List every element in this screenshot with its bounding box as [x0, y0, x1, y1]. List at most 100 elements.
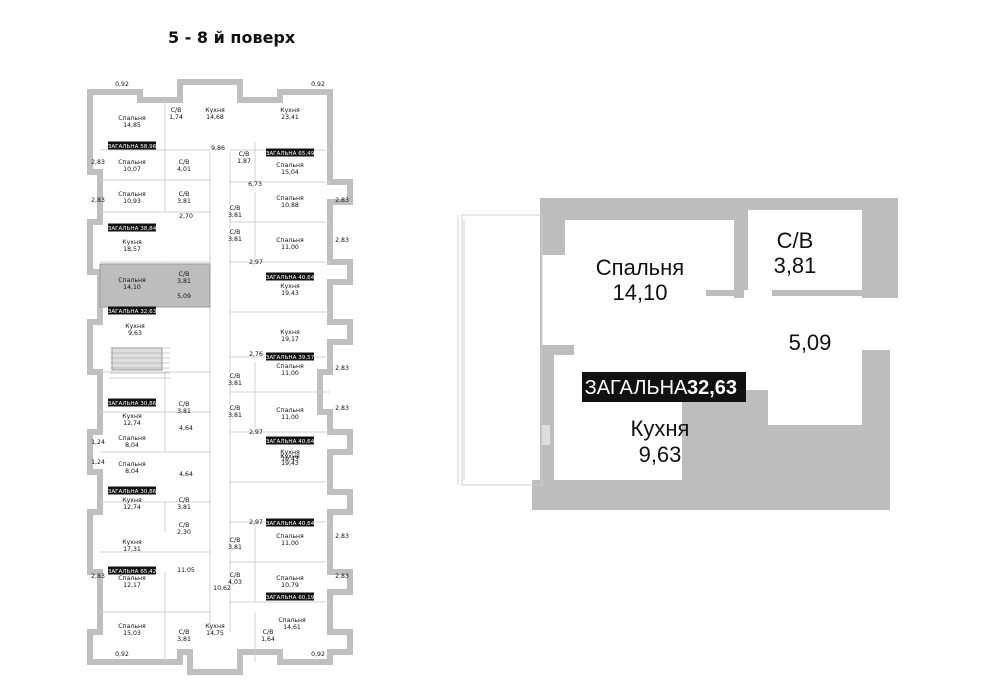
dimension-label: 0,92 — [115, 81, 129, 88]
room-area: 19,43 — [281, 460, 299, 467]
room-area: 3,81 — [228, 236, 242, 243]
room-name: Спальня — [118, 115, 146, 122]
room-area: 11,00 — [281, 244, 299, 251]
room-name: Кухня — [280, 453, 300, 460]
room-area: 4,03 — [228, 579, 242, 586]
dimension-label: 2,83 — [91, 197, 105, 204]
room-area: 3,81 — [177, 504, 191, 511]
apartment-total-tag — [108, 306, 156, 315]
dimension-label: 2,83 — [335, 405, 349, 412]
dimension-label: 0,92 — [115, 651, 129, 658]
apartment-detail: Спальня 14,10 С/В 3,81 5,09 ЗАГАЛЬНА 32,… — [457, 198, 898, 510]
room-area: 14,61 — [283, 624, 301, 631]
room-area: 9,63 — [128, 330, 142, 337]
dimension-label: 2,83 — [335, 573, 349, 580]
apartment-total-tag — [108, 223, 156, 232]
room-name: Спальня — [118, 159, 146, 166]
room-area: 3,81 — [228, 412, 242, 419]
room-name: Спальня — [276, 162, 304, 169]
room-area: 11,00 — [281, 414, 299, 421]
room-name: С/В — [230, 405, 241, 412]
detail-bedroom-name: Спальня — [596, 255, 684, 280]
detail-total-value: 32,63 — [687, 377, 737, 399]
detail-corridor-area: 5,09 — [789, 330, 832, 355]
room-name: Спальня — [118, 435, 146, 442]
room-area: 3,81 — [228, 380, 242, 387]
detail-kitchen-area: 9,63 — [639, 442, 682, 467]
room-name: С/В — [179, 401, 190, 408]
room-area: 3,81 — [228, 544, 242, 551]
apartment-total-text: ЗАГАЛЬНА 39,57 — [266, 355, 315, 361]
dimension-label: 6,73 — [248, 181, 262, 188]
room-area: 4,01 — [177, 166, 191, 173]
apartment-total-text: ЗАГАЛЬНА 65,42 — [108, 569, 157, 575]
dimension-label: 0,92 — [311, 81, 325, 88]
apartment-total-tag — [266, 352, 314, 361]
room-area: 8,04 — [125, 468, 139, 475]
room-area: 12,74 — [123, 420, 141, 427]
stairwell — [110, 347, 170, 379]
dimension-label: 5,09 — [177, 293, 191, 300]
detail-bathroom-name: С/В — [777, 228, 814, 253]
room-name: Кухня — [280, 449, 300, 456]
room-name: С/В — [179, 271, 190, 278]
room-name: С/В — [179, 629, 190, 636]
floor-title: 5 - 8 й поверх — [168, 28, 296, 47]
detail-kitchen-name: Кухня — [631, 416, 690, 441]
detail-bathroom-area: 3,81 — [774, 253, 817, 278]
dimension-label: 2,83 — [335, 533, 349, 540]
room-name: С/В — [263, 629, 274, 636]
dimension-label: 11,05 — [177, 567, 195, 574]
room-name: Спальня — [278, 617, 306, 624]
dimension-label: 1,24 — [91, 439, 105, 446]
dimension-label: 2,70 — [179, 213, 193, 220]
apartment-total-text: ЗАГАЛЬНА 40,64 — [266, 521, 315, 527]
floor-plan: Спальня14,85С/В1,74Кухня14,68Кухня23,41С… — [87, 79, 353, 675]
room-name: Спальня — [276, 407, 304, 414]
room-name: Кухня — [122, 539, 142, 546]
room-area: 11,00 — [281, 540, 299, 547]
room-name: С/В — [230, 572, 241, 579]
dimension-label: 1,24 — [91, 459, 105, 466]
room-name: Кухня — [280, 283, 300, 290]
room-area: 19,43 — [281, 290, 299, 297]
room-name: Кухня — [125, 323, 145, 330]
room-name: Кухня — [122, 413, 142, 420]
apartment-total-tag — [266, 436, 314, 445]
room-name: С/В — [179, 191, 190, 198]
room-area: 15,04 — [281, 169, 299, 176]
room-name: Кухня — [122, 497, 142, 504]
room-area: 17,31 — [123, 546, 141, 553]
detail-total-label: ЗАГАЛЬНА — [585, 377, 688, 399]
apartment-total-tag — [266, 272, 314, 281]
room-area: 10,88 — [281, 202, 299, 209]
room-name: Спальня — [276, 575, 304, 582]
room-name: Кухня — [122, 239, 142, 246]
room-name: Кухня — [205, 623, 225, 630]
room-area: 8,04 — [125, 442, 139, 449]
room-area: 10,79 — [281, 582, 299, 589]
room-area: 10,93 — [123, 198, 141, 205]
room-area: 18,57 — [123, 246, 141, 253]
dimension-label: 2,97 — [249, 259, 263, 266]
room-area: 15,03 — [123, 630, 141, 637]
dimension-label: 10,62 — [213, 585, 231, 592]
apartment-total-text: ЗАГАЛЬНА 40,64 — [266, 439, 315, 445]
room-area: 12,74 — [123, 504, 141, 511]
room-area: 3,81 — [177, 278, 191, 285]
dimension-label: 0,92 — [311, 651, 325, 658]
room-name: Кухня — [205, 107, 225, 114]
apartment-total-tag — [266, 518, 314, 527]
room-name: Спальня — [118, 277, 146, 284]
room-name: Спальня — [276, 533, 304, 540]
apartment-total-tag — [266, 148, 314, 157]
room-name: С/В — [171, 107, 182, 114]
building-walls — [87, 79, 353, 675]
apartment-total-tag — [108, 141, 156, 150]
room-name: Спальня — [276, 237, 304, 244]
room-area: 10,07 — [123, 166, 141, 173]
dimension-label: 2,76 — [249, 351, 263, 358]
room-name: Кухня — [280, 329, 300, 336]
detail-bedroom-area: 14,10 — [612, 280, 667, 305]
